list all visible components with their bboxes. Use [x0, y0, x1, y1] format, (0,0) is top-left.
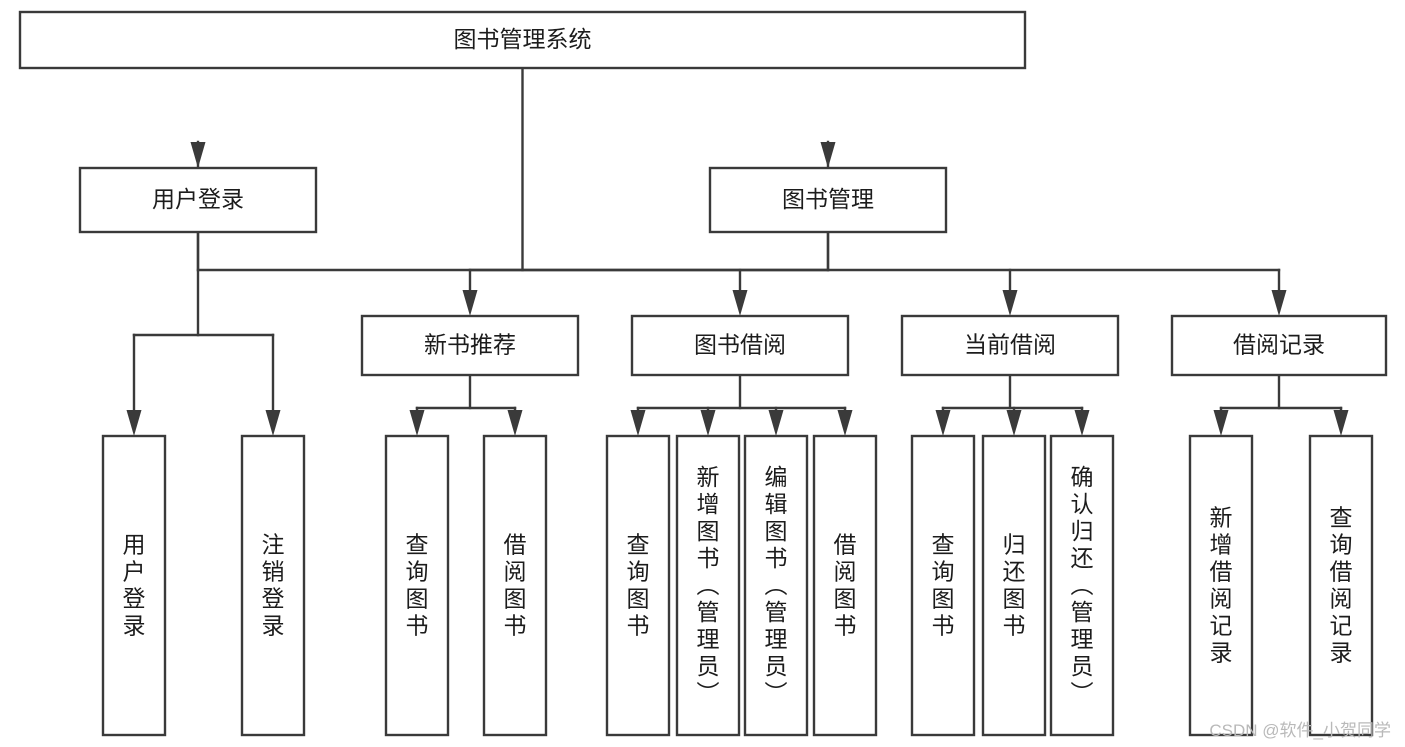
borrow-record-to-leaf-query-borrow-record-arrowhead: [1333, 410, 1349, 436]
node-leaf-query-book-current-label: 查询图书: [932, 532, 955, 639]
new-book-recommend-to-leaf-borrow-book-recommend-arrowhead: [507, 410, 523, 436]
node-leaf-confirm-return-admin[interactable]: 确认归还︵管理员︶: [1049, 434, 1115, 737]
node-root-label: 图书管理系统: [454, 26, 592, 52]
node-leaf-user-logout-label: 注销登录: [262, 532, 285, 639]
node-leaf-query-book-borrow-label: 查询图书: [627, 532, 650, 639]
node-leaf-add-borrow-record-rect[interactable]: [1188, 434, 1254, 737]
node-leaf-user-login-rect[interactable]: [101, 434, 167, 737]
node-leaf-query-book-recommend[interactable]: 查询图书: [384, 434, 450, 737]
node-root[interactable]: 图书管理系统: [18, 10, 1027, 70]
book-management-to-borrow-record-arrowhead: [1271, 290, 1287, 316]
node-current-borrow-rect[interactable]: [900, 314, 1120, 377]
node-leaf-add-borrow-record-label: 新增借阅记录: [1210, 505, 1233, 666]
connector-layer: [126, 66, 1349, 436]
node-new-book-recommend-rect[interactable]: [360, 314, 580, 377]
node-leaf-borrow-book-rect[interactable]: [812, 434, 878, 737]
user-login-to-leaf-user-logout-arrowhead: [265, 410, 281, 436]
node-layer: 图书管理系统用户登录图书管理新书推荐图书借阅当前借阅借阅记录用户登录注销登录查询…: [18, 10, 1388, 737]
node-leaf-borrow-book-recommend[interactable]: 借阅图书: [482, 434, 548, 737]
node-new-book-recommend[interactable]: 新书推荐: [360, 314, 580, 377]
node-book-borrow[interactable]: 图书借阅: [630, 314, 850, 377]
node-book-borrow-rect[interactable]: [630, 314, 850, 377]
node-book-management-label: 图书管理: [782, 186, 874, 212]
node-leaf-user-login-label: 用户登录: [123, 532, 146, 639]
root-to-user-login-arrowhead: [190, 142, 206, 168]
csdn-watermark: CSDN @软件_小贺同学: [1209, 721, 1391, 740]
node-leaf-add-book-admin-label: 新增图书︵管理员︶: [697, 464, 720, 706]
node-user-login[interactable]: 用户登录: [78, 166, 318, 234]
node-book-management[interactable]: 图书管理: [708, 166, 948, 234]
current-borrow-to-leaf-return-book-arrowhead: [1006, 410, 1022, 436]
node-leaf-borrow-book-recommend-label: 借阅图书: [504, 532, 527, 639]
book-management-to-current-borrow-arrowhead: [1002, 290, 1018, 316]
node-leaf-add-book-admin[interactable]: 新增图书︵管理员︶: [675, 434, 741, 737]
user-login-to-leaf-user-login-arrowhead: [126, 410, 142, 436]
current-borrow-to-leaf-query-book-current-arrowhead: [935, 410, 951, 436]
new-book-recommend-to-leaf-query-book-recommend-arrowhead: [409, 410, 425, 436]
node-leaf-query-book-recommend-rect[interactable]: [384, 434, 450, 737]
node-user-login-label: 用户登录: [152, 186, 244, 212]
node-leaf-borrow-book[interactable]: 借阅图书: [812, 434, 878, 737]
current-borrow-to-leaf-confirm-return-admin-arrowhead: [1074, 410, 1090, 436]
book-borrow-to-leaf-add-book-admin-arrowhead: [700, 410, 716, 436]
node-leaf-confirm-return-admin-label: 确认归还︵管理员︶: [1071, 464, 1094, 706]
book-management-to-book-borrow-arrowhead: [732, 290, 748, 316]
node-leaf-query-book-current[interactable]: 查询图书: [910, 434, 976, 737]
node-leaf-query-borrow-record[interactable]: 查询借阅记录: [1308, 434, 1374, 737]
node-leaf-edit-book-admin-rect[interactable]: [743, 434, 809, 737]
node-leaf-user-logout-rect[interactable]: [240, 434, 306, 737]
node-book-borrow-label: 图书借阅: [694, 332, 786, 358]
node-new-book-recommend-label: 新书推荐: [424, 332, 516, 358]
node-leaf-edit-book-admin-label: 编辑图书︵管理员︶: [765, 464, 788, 706]
node-leaf-add-book-admin-rect[interactable]: [675, 434, 741, 737]
node-user-login-rect[interactable]: [78, 166, 318, 234]
book-borrow-to-leaf-edit-book-admin-arrowhead: [768, 410, 784, 436]
node-current-borrow-label: 当前借阅: [964, 332, 1056, 358]
node-leaf-return-book-rect[interactable]: [981, 434, 1047, 737]
node-leaf-return-book-label: 归还图书: [1003, 532, 1026, 639]
node-root-rect[interactable]: [18, 10, 1027, 70]
node-leaf-confirm-return-admin-rect[interactable]: [1049, 434, 1115, 737]
borrow-record-to-leaf-add-borrow-record-arrowhead: [1213, 410, 1229, 436]
node-current-borrow[interactable]: 当前借阅: [900, 314, 1120, 377]
node-leaf-add-borrow-record[interactable]: 新增借阅记录: [1188, 434, 1254, 737]
node-book-management-rect[interactable]: [708, 166, 948, 234]
node-leaf-user-login[interactable]: 用户登录: [101, 434, 167, 737]
node-leaf-borrow-book-label: 借阅图书: [834, 532, 857, 639]
node-leaf-query-book-borrow[interactable]: 查询图书: [605, 434, 671, 737]
node-leaf-query-book-current-rect[interactable]: [910, 434, 976, 737]
book-borrow-to-leaf-query-book-borrow-arrowhead: [630, 410, 646, 436]
node-leaf-query-borrow-record-rect[interactable]: [1308, 434, 1374, 737]
node-borrow-record[interactable]: 借阅记录: [1170, 314, 1388, 377]
node-leaf-edit-book-admin[interactable]: 编辑图书︵管理员︶: [743, 434, 809, 737]
book-borrow-to-leaf-borrow-book-arrowhead: [837, 410, 853, 436]
node-leaf-borrow-book-recommend-rect[interactable]: [482, 434, 548, 737]
node-leaf-user-logout[interactable]: 注销登录: [240, 434, 306, 737]
node-leaf-return-book[interactable]: 归还图书: [981, 434, 1047, 737]
node-leaf-query-borrow-record-label: 查询借阅记录: [1330, 505, 1353, 666]
node-leaf-query-book-recommend-label: 查询图书: [406, 532, 429, 639]
root-to-book-management-arrowhead: [820, 142, 836, 168]
book-management-to-new-book-recommend-arrowhead: [462, 290, 478, 316]
node-leaf-query-book-borrow-rect[interactable]: [605, 434, 671, 737]
node-borrow-record-rect[interactable]: [1170, 314, 1388, 377]
node-borrow-record-label: 借阅记录: [1233, 332, 1325, 358]
